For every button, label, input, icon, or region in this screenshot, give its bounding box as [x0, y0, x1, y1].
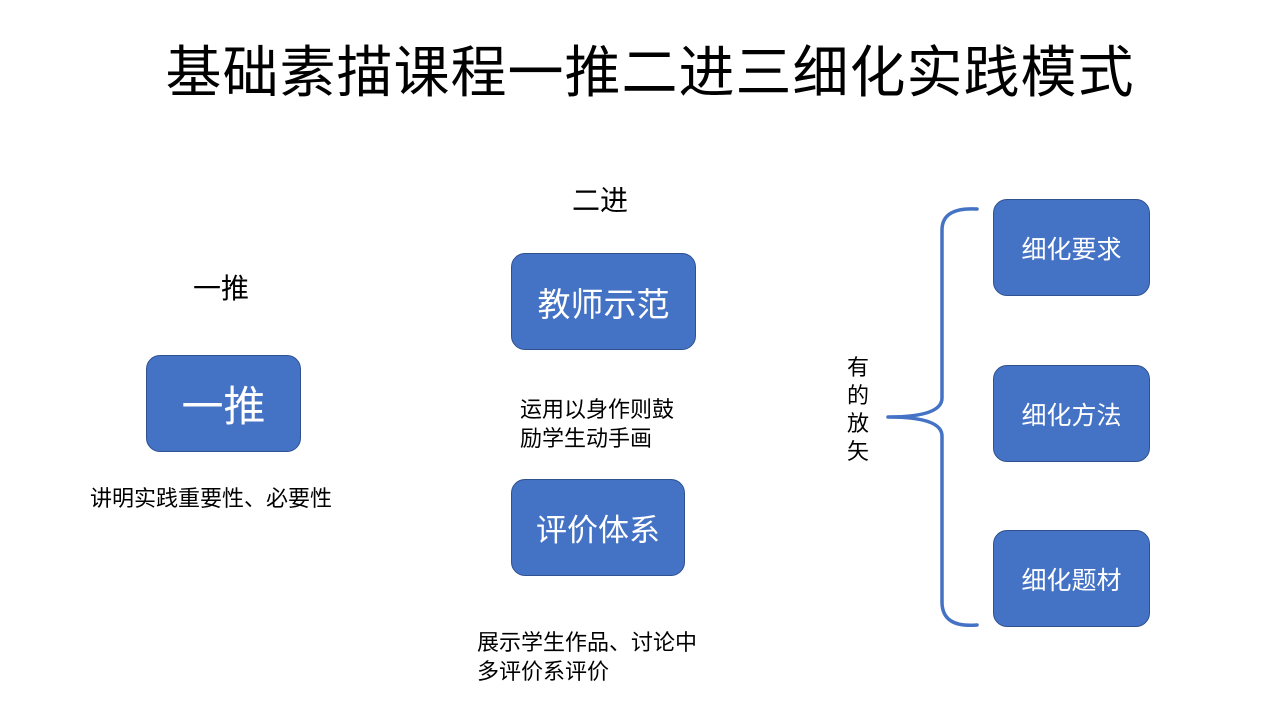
teacher-demo-description-line: 励学生动手画: [520, 427, 653, 452]
teacher-demo-label: 教师示范: [537, 284, 670, 324]
side-label-char: 放: [846, 412, 869, 437]
side-label-vertical: 有 的 放 矢: [845, 355, 871, 467]
yitui-box-label: 一推: [181, 382, 266, 431]
teacher-demo-description-line: 运用以身作则鼓: [520, 398, 675, 423]
side-label-char: 矢: [846, 440, 869, 465]
evaluation-system-description-line: 多评价系评价: [477, 660, 610, 685]
side-label-char: 有: [846, 356, 869, 381]
refine-requirements-label: 细化要求: [1021, 234, 1122, 264]
teacher-demo-box: 教师示范: [511, 253, 696, 350]
yitui-description: 讲明实践重要性、必要性: [90, 487, 333, 512]
evaluation-system-box: 评价体系: [511, 479, 685, 576]
refine-methods-label: 细化方法: [1021, 400, 1122, 430]
erjin-heading: 二进: [572, 184, 629, 217]
refine-requirements-box: 细化要求: [993, 199, 1150, 296]
teacher-demo-description: 运用以身作则鼓 励学生动手画: [520, 396, 674, 454]
evaluation-system-description: 展示学生作品、讨论中 多评价系评价: [477, 629, 697, 687]
side-label-char: 的: [846, 384, 869, 409]
evaluation-system-label: 评价体系: [536, 513, 660, 549]
curly-brace-path: [886, 207, 979, 628]
curly-brace: [886, 207, 979, 628]
yitui-box: 一推: [146, 355, 301, 452]
refine-subjects-box: 细化题材: [993, 530, 1150, 627]
yitui-heading: 一推: [193, 272, 250, 305]
refine-methods-box: 细化方法: [993, 365, 1150, 462]
refine-subjects-label: 细化题材: [1021, 565, 1122, 595]
page-title: 基础素描课程一推二进三细化实践模式: [165, 41, 1135, 106]
evaluation-system-description-line: 展示学生作品、讨论中: [477, 631, 698, 656]
